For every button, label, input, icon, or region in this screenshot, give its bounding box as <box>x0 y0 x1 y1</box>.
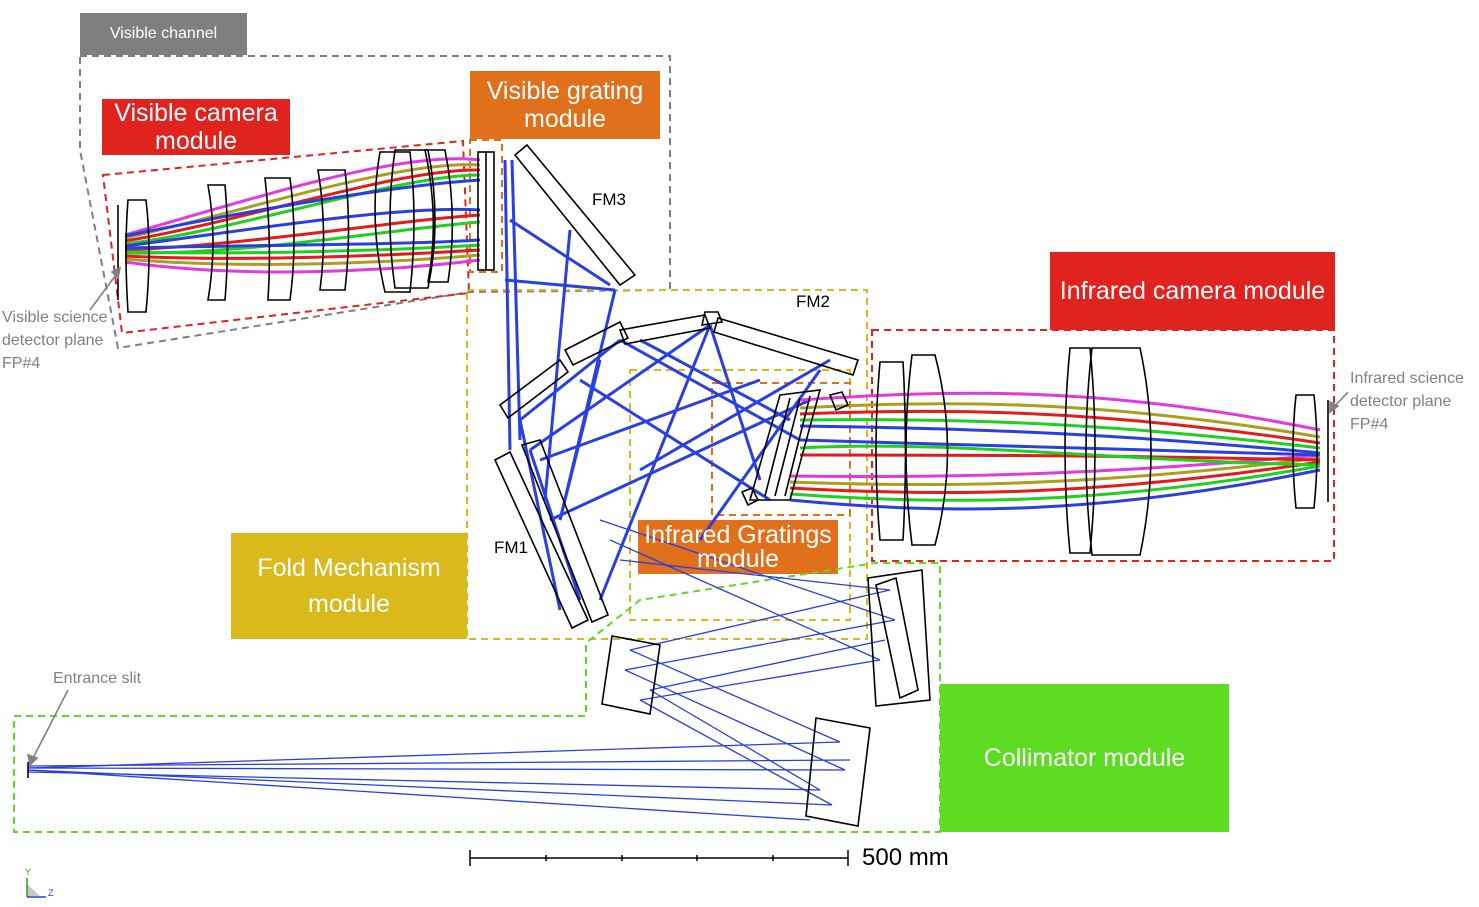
infrared-gratings-label: Infrared Gratings module <box>638 520 838 574</box>
fold-rays <box>503 159 831 611</box>
infrared-camera-label-text: Infrared camera module <box>1059 277 1326 305</box>
fm3-label: FM3 <box>592 190 626 209</box>
visible-detector-line1: Visible science <box>2 309 108 326</box>
fold-mechanism-label-line1: Fold Mechanism <box>257 554 441 582</box>
infrared-gratings-inner-outline <box>711 382 851 516</box>
visible-camera-label-line2: module <box>155 127 237 155</box>
fold-mechanism-outline <box>466 289 868 640</box>
visible-camera-label-bg <box>102 99 290 155</box>
infrared-gratings-label-line2: module <box>697 545 779 573</box>
infrared-camera-rays <box>789 391 1321 511</box>
scale-bar-label: 500 mm <box>862 844 949 871</box>
axis-z-label: Z <box>48 888 54 898</box>
fold-mechanism-label-bg <box>231 533 467 639</box>
axis-y-label: Y <box>25 867 31 877</box>
visible-grating-label-line2: module <box>524 105 606 133</box>
infrared-detector-annotation: Infrared science detector plane FP#4 <box>1350 367 1478 436</box>
visible-detector-line2: detector plane <box>2 332 104 349</box>
entrance-slit-annotation: Entrance slit <box>53 670 142 687</box>
collimator-label-bg <box>940 684 1229 832</box>
visible-camera-label-line1: Visible camera <box>114 99 278 127</box>
fold-mechanism-label-line2: module <box>308 590 390 618</box>
visible-camera-rays <box>124 157 481 274</box>
visible-camera-outline <box>101 139 471 335</box>
infrared-detector-line1: Infrared science <box>1350 370 1464 387</box>
infrared-gratings-label-bg <box>638 520 838 574</box>
visible-grating-outline <box>469 139 503 273</box>
collimator-label-text: Collimator module <box>983 744 1186 772</box>
scale-bar <box>469 850 849 866</box>
fm1-label: FM1 <box>494 538 528 557</box>
visible-detector-annotation: Visible science detector plane FP#4 <box>2 306 132 375</box>
visible-channel-label-bg <box>80 13 247 55</box>
visible-camera-label: Visible camera module <box>102 99 290 155</box>
visible-detector-line3: FP#4 <box>2 355 41 372</box>
leader-arrows <box>26 266 1349 767</box>
visible-grating-label-line1: Visible grating <box>486 77 644 105</box>
visible-grating-label: Visible grating module <box>470 71 660 139</box>
infrared-camera-outline <box>871 329 1335 562</box>
optical-elements <box>27 143 1329 827</box>
axis-triad <box>26 878 46 898</box>
collimator-outline <box>13 562 941 833</box>
collimator-label: Collimator module <box>940 684 1229 832</box>
fold-mechanism-label: Fold Mechanism module <box>231 533 467 639</box>
infrared-camera-label: Infrared camera module <box>1050 252 1335 330</box>
infrared-detector-line3: FP#4 <box>1350 416 1389 433</box>
fm2-label: FM2 <box>796 292 830 311</box>
infrared-detector-line2: detector plane <box>1350 393 1452 410</box>
infrared-camera-label-bg <box>1050 252 1335 330</box>
infrared-gratings-outline <box>629 369 851 621</box>
collimator-rays <box>27 519 896 821</box>
infrared-gratings-label-line1: Infrared Gratings <box>644 521 832 549</box>
visible-channel-outline <box>79 55 671 350</box>
visible-channel-label: Visible channel <box>109 25 218 42</box>
visible-grating-label-bg <box>470 71 660 139</box>
